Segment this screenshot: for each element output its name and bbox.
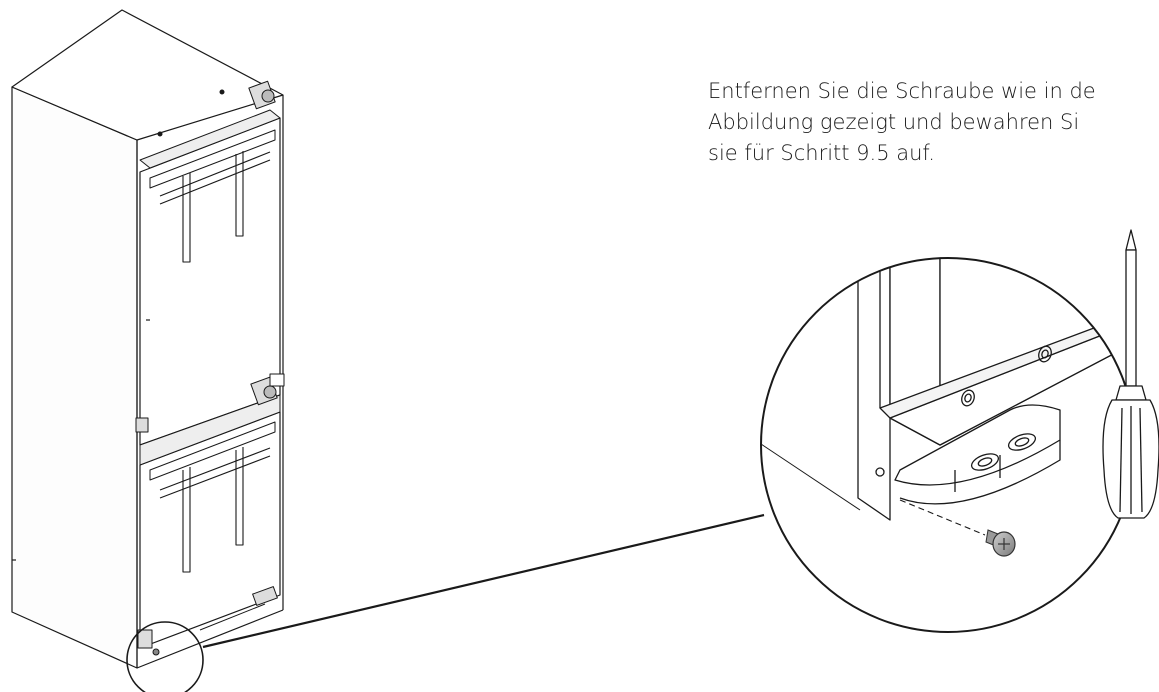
lower-door-rails	[159, 447, 271, 573]
middle-hinge-bracket	[135, 373, 285, 481]
cabinet-side-panel	[11, 86, 138, 669]
screw-icon	[985, 529, 1016, 557]
screwdriver-icon	[1102, 229, 1159, 519]
instruction-line-3: sie für Schritt 9.5 auf.	[708, 141, 935, 165]
upper-hinge-bracket	[139, 80, 281, 189]
leader-line	[202, 513, 765, 649]
instruction-line-2: Abbildung gezeigt und bewahren Si	[708, 110, 1080, 134]
removal-arrow	[899, 499, 986, 536]
focus-circle	[126, 621, 204, 692]
fridge-freezer-illustration	[11, 9, 285, 669]
instruction-text: Entfernen Sie die Schraube wie in de Abb…	[708, 76, 1159, 169]
instruction-line-1: Entfernen Sie die Schraube wie in de	[708, 79, 1096, 103]
lower-hinge-bracket	[137, 586, 278, 656]
detail-magnifier-circle	[760, 257, 1136, 633]
detail-door-side	[857, 258, 891, 521]
upper-door-rails	[159, 151, 271, 263]
detail-foot-plate	[894, 404, 1061, 486]
